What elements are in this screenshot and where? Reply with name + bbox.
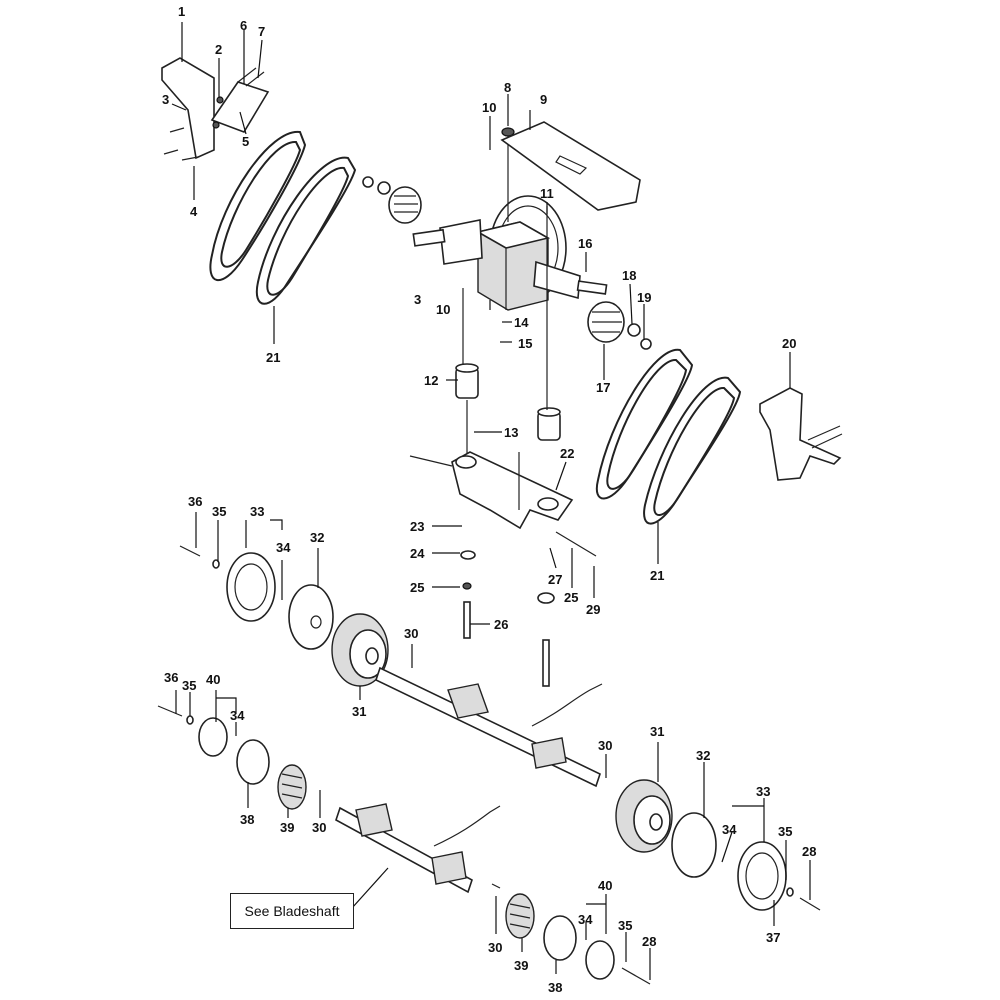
see-bladeshaft-reference[interactable]: See Bladeshaft	[230, 893, 354, 929]
input-pulley-left	[362, 176, 422, 224]
callout-21-left: 21	[266, 350, 280, 365]
callout-12: 12	[424, 373, 438, 388]
callout-34-lower-left: 34	[230, 708, 245, 723]
assembly-centerlines	[462, 206, 548, 460]
callout-3: 3	[162, 92, 169, 107]
callout-39-bottom: 39	[514, 958, 528, 973]
callout-13: 13	[504, 425, 518, 440]
leader-lines	[171, 22, 811, 980]
callout-25-right: 25	[564, 590, 578, 605]
callout-31-lower: 31	[650, 724, 664, 739]
callout-26: 26	[494, 617, 508, 632]
gearbox-cover-plate	[500, 121, 641, 211]
callout-17: 17	[596, 380, 610, 395]
see-bladeshaft-label: See Bladeshaft	[244, 903, 340, 919]
gearbox-assembly	[412, 127, 608, 311]
callout-30-left: 30	[312, 820, 326, 835]
lower-right-pulley-group	[615, 779, 821, 911]
callout-23: 23	[410, 519, 424, 534]
callout-30-bottom: 30	[488, 940, 502, 955]
callout-11: 11	[540, 186, 554, 201]
callout-25-left: 25	[410, 580, 424, 595]
belt-guard-bracket-left	[161, 57, 270, 161]
callout-16: 16	[578, 236, 592, 251]
callout-38-bottom: 38	[548, 980, 562, 995]
callout-37: 37	[766, 930, 780, 945]
callout-18: 18	[622, 268, 636, 283]
callout-1: 1	[178, 4, 185, 19]
callout-10-mid: 10	[436, 302, 450, 317]
callout-8: 8	[504, 80, 511, 95]
output-pulley-right	[587, 301, 652, 350]
callout-33-lower: 33	[756, 784, 770, 799]
callout-40-right: 40	[598, 878, 612, 893]
lower-left-shaft	[157, 705, 651, 985]
callout-40-left: 40	[206, 672, 220, 687]
callout-32-upper: 32	[310, 530, 324, 545]
callout-28-lower: 28	[642, 934, 656, 949]
belt-guard-bracket-right	[759, 387, 843, 481]
callout-27: 27	[548, 572, 562, 587]
callout-39-left: 39	[280, 820, 294, 835]
callout-labels: 1 2 3 4 5 6 7 8 9 10 11 3 10 14 15 16 18…	[162, 4, 816, 995]
callout-38-left: 38	[240, 812, 254, 827]
callout-5: 5	[242, 134, 249, 149]
callout-35-upper: 35	[212, 504, 226, 519]
rubber-mounts	[455, 363, 561, 441]
callout-36-upper: 36	[188, 494, 202, 509]
callout-35-lower-right: 35	[778, 824, 792, 839]
callout-34-bottom: 34	[578, 912, 593, 927]
callout-30-upper: 30	[404, 626, 418, 641]
callout-19: 19	[637, 290, 651, 305]
callout-31-upper: 31	[352, 704, 366, 719]
callout-28-upper: 28	[802, 844, 816, 859]
callout-30-right: 30	[598, 738, 612, 753]
callout-10-top: 10	[482, 100, 496, 115]
callout-34-upper: 34	[276, 540, 291, 555]
callout-21-right: 21	[650, 568, 664, 583]
callout-2: 2	[215, 42, 222, 57]
callout-35-bottom: 35	[618, 918, 632, 933]
upper-jackshaft	[179, 545, 603, 788]
callout-29: 29	[586, 602, 600, 617]
drive-belts-right	[595, 348, 742, 525]
callout-32-lower: 32	[696, 748, 710, 763]
callout-4: 4	[190, 204, 198, 219]
gearbox-support-bracket	[409, 451, 597, 687]
callout-3-center: 3	[414, 292, 421, 307]
callout-24: 24	[410, 546, 425, 561]
callout-20: 20	[782, 336, 796, 351]
callout-35-lower: 35	[182, 678, 196, 693]
callout-33-upper: 33	[250, 504, 264, 519]
callout-36-lower: 36	[164, 670, 178, 685]
drive-belts-left	[209, 130, 357, 305]
callout-22: 22	[560, 446, 574, 461]
callout-15: 15	[518, 336, 532, 351]
callout-14: 14	[514, 315, 529, 330]
callout-7: 7	[258, 24, 265, 39]
callout-6: 6	[240, 18, 247, 33]
callout-34-lower-right: 34	[722, 822, 737, 837]
callout-9: 9	[540, 92, 547, 107]
